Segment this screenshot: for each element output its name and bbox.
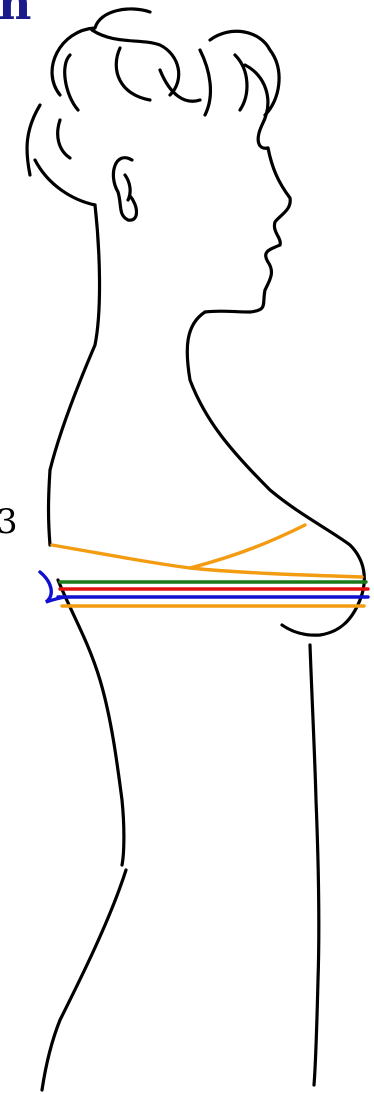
upper-orange-bands bbox=[52, 525, 362, 577]
ear-outline bbox=[113, 158, 136, 220]
back-line bbox=[49, 470, 51, 545]
chest-front bbox=[187, 312, 364, 635]
measurement-bands bbox=[58, 582, 368, 606]
orange-lower-strap bbox=[190, 568, 362, 577]
face-profile bbox=[205, 148, 290, 312]
neck-back bbox=[50, 205, 100, 470]
orange-diagonal-strap bbox=[52, 525, 305, 568]
